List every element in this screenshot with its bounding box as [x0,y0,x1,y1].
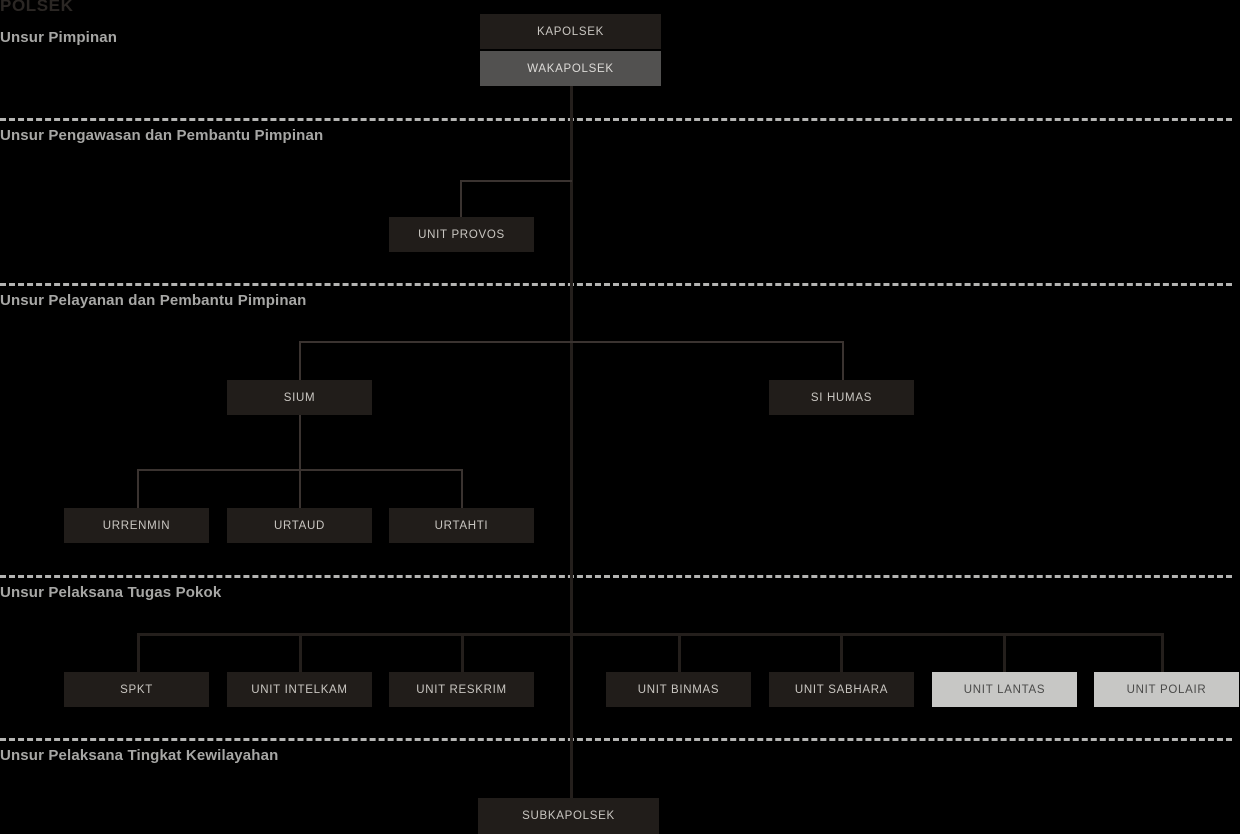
node-subkapolsek[interactable]: SUBKAPOLSEK [478,798,659,834]
node-urtahti[interactable]: URTAHTI [389,508,534,543]
connector-urtaud-drop [299,469,301,509]
connector-provos-horizontal [460,180,572,182]
connector-spkt-drop [137,633,140,673]
node-unit-lantas[interactable]: UNIT LANTAS [932,672,1077,707]
connector-unit-sabhara-drop [840,633,843,673]
connector-urtahti-drop [461,469,463,509]
node-unit-polair[interactable]: UNIT POLAIR [1094,672,1239,707]
connector-urrenmin-drop [137,469,139,509]
node-unit-provos[interactable]: UNIT PROVOS [389,217,534,252]
node-spkt[interactable]: SPKT [64,672,209,707]
connector-tugas-pokok-rail [137,633,1164,636]
band-label-unsur-pelaksana-tingkat-kewilayahan: Unsur Pelaksana Tingkat Kewilayahan [0,747,279,764]
connector-sium-stem [299,414,301,470]
node-wakapolsek[interactable]: WAKAPOLSEK [480,51,661,86]
node-unit-sabhara[interactable]: UNIT SABHARA [769,672,914,707]
node-sium[interactable]: SIUM [227,380,372,415]
band-label-unsur-pelayanan-pembantu-pimpinan: Unsur Pelayanan dan Pembantu Pimpinan [0,292,307,309]
band-divider-2 [0,283,1232,286]
band-label-unsur-pengawasan-pembantu-pimpinan: Unsur Pengawasan dan Pembantu Pimpinan [0,127,324,144]
connector-unit-polair-drop [1161,633,1164,673]
connector-unit-binmas-drop [678,633,681,673]
band-divider-4 [0,738,1232,741]
node-si-humas[interactable]: SI HUMAS [769,380,914,415]
connector-main-spine [570,86,573,834]
connector-provos-drop [460,180,462,218]
node-unit-binmas[interactable]: UNIT BINMAS [606,672,751,707]
connector-unit-reskrim-drop [461,633,464,673]
connector-unit-lantas-drop [1003,633,1006,673]
band-label-unsur-pimpinan: Unsur Pimpinan [0,29,118,46]
band-divider-1 [0,118,1232,121]
node-unit-intelkam[interactable]: UNIT INTELKAM [227,672,372,707]
band-divider-3 [0,575,1232,578]
node-kapolsek[interactable]: KAPOLSEK [480,14,661,49]
connector-layanan-rail [299,341,844,343]
connector-sium-drop [299,341,301,381]
node-urtaud[interactable]: URTAUD [227,508,372,543]
page-title: POLSEK [0,0,74,15]
connector-si-humas-drop [842,341,844,381]
node-urrenmin[interactable]: URRENMIN [64,508,209,543]
node-unit-reskrim[interactable]: UNIT RESKRIM [389,672,534,707]
connector-unit-intelkam-drop [299,633,302,673]
band-label-unsur-pelaksana-tugas-pokok: Unsur Pelaksana Tugas Pokok [0,584,222,601]
